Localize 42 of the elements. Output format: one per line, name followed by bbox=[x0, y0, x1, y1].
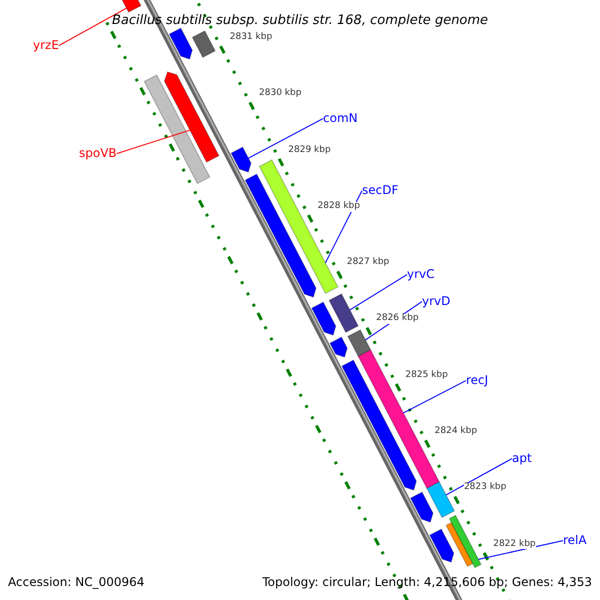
gene-feature bbox=[244, 173, 317, 298]
gene-feature bbox=[192, 30, 216, 58]
gene-feature bbox=[311, 301, 336, 336]
scale-label: 2823 kbp bbox=[464, 483, 506, 494]
gene-label: apt bbox=[512, 452, 532, 466]
leader-line bbox=[116, 130, 190, 154]
leader-line bbox=[402, 380, 466, 414]
gene-label: secDF bbox=[362, 184, 398, 198]
scale-label: 2826 kbp bbox=[376, 314, 419, 324]
gene-feature bbox=[258, 159, 339, 294]
gene-feature bbox=[347, 329, 372, 358]
scale-label: 2829 kbp bbox=[288, 146, 331, 156]
gene-feature bbox=[328, 293, 359, 334]
gene-label: yrvC bbox=[407, 268, 435, 282]
gene-label: recJ bbox=[466, 374, 488, 388]
scale-label: 2822 kbp bbox=[493, 540, 536, 550]
gene-feature bbox=[144, 74, 210, 184]
leader-line bbox=[446, 458, 512, 496]
gene-label: yrzE bbox=[33, 39, 59, 52]
gene-feature bbox=[164, 71, 220, 163]
scale-label: 2825 kbp bbox=[405, 370, 448, 381]
gene-label: relA bbox=[563, 534, 587, 548]
accession-text: Accession: NC_000964 bbox=[8, 576, 144, 590]
scale-label: 2827 kbp bbox=[346, 258, 390, 268]
leader-line bbox=[58, 8, 127, 46]
scale-label: 2830 kbp bbox=[259, 89, 302, 100]
leader-line bbox=[478, 540, 564, 560]
gene-feature bbox=[329, 336, 348, 358]
scale-label: 2828 kbp bbox=[318, 202, 360, 212]
leader-line bbox=[349, 274, 408, 310]
gene-feature bbox=[429, 528, 454, 563]
gene-label: spoVB bbox=[79, 147, 117, 160]
scale-label: 2831 kbp bbox=[230, 32, 272, 43]
gene-label: comN bbox=[323, 112, 358, 126]
gene-feature bbox=[230, 146, 252, 173]
scale-label: 2824 kbp bbox=[434, 427, 478, 437]
leader-line bbox=[248, 118, 324, 159]
gene-feature bbox=[168, 27, 193, 60]
gene-label: yrvD bbox=[422, 295, 450, 308]
gene-feature bbox=[426, 481, 456, 518]
gene-feature bbox=[410, 491, 434, 523]
gene-feature bbox=[448, 514, 482, 568]
